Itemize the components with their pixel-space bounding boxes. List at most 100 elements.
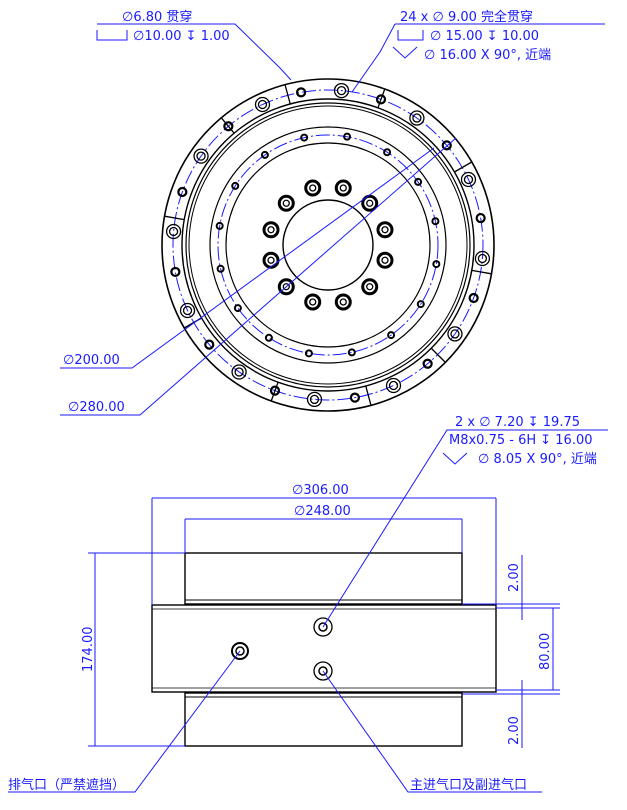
small-hole [269,385,281,396]
flange-segment-line [220,117,235,134]
mounting-bolt-hole [361,278,379,296]
mounting-bolt-hole [376,221,394,239]
counterbore-hole [231,364,247,380]
small-hole [204,339,215,350]
hub-pin-hole [215,221,224,230]
hub-pin-hole [231,181,240,190]
counterbore-symbol [96,30,128,41]
counterbore-hole [409,110,425,126]
callout-left-line1: ∅6.80 贯穿 [122,9,192,25]
counterbore-symbol [397,30,424,41]
leader-dia-200 [60,147,435,369]
gap-bottom-label: 2.00 [507,716,522,745]
leader-port-callout [322,429,608,628]
through-hole [196,151,206,161]
port-callout-line3: ∅ 8.05 X 90°, 近端 [478,452,597,467]
hub-pin-hole [431,217,440,226]
small-hole [422,358,433,369]
counterbore-hole [306,391,323,408]
countersink-symbol [442,452,468,465]
mounting-bolt-core [282,283,290,291]
exhaust-port-label: 排气口（严禁遮挡） [8,777,125,793]
small-hole [295,87,307,98]
hub-pin-hole [387,331,396,340]
height-174-label: 174.00 [81,627,96,673]
through-hole [309,394,320,405]
hub-pin-hole [304,349,313,358]
callout-right-line1: 24 x ∅ 9.00 完全贯穿 [400,9,533,25]
mounting-bolt-core [381,256,389,264]
leader-exhaust [8,650,241,793]
mounting-bolt-core [309,298,317,306]
small-hole [349,392,361,403]
hub-pin-hole [300,133,309,142]
seal-ring [185,102,471,388]
callout-right-line2: ∅ 15.00 ↧ 10.00 [430,29,539,44]
mounting-bolt-hole [277,194,295,212]
leader-inlet [322,670,542,793]
small-hole [441,140,452,151]
mounting-bolt-hole [277,278,295,296]
hub-pin-hole [233,304,242,313]
hub-pin-hole [416,300,425,309]
center-bore [282,199,374,291]
mounting-bolt-core [366,199,374,207]
seal-ring-inner [188,105,468,385]
mounting-bolt-core [267,256,275,264]
through-hole [412,113,422,123]
flange-segment-line [164,215,185,221]
through-hole [477,253,488,264]
mounting-bolt-hole [361,194,379,212]
small-hole [177,186,188,198]
flange-segment-line [365,385,372,406]
mounting-bolt-hole [262,251,280,269]
hub-pin-hole [343,132,352,141]
leader-left-callout [97,23,292,81]
hub-inner-edge [225,142,431,348]
through-hole [257,99,268,110]
inlet-port-aux [313,661,333,681]
counterbore-hole [333,82,350,99]
hub-pin-hole [264,333,273,342]
small-hole [170,266,181,278]
hub-pin-hole [260,150,269,159]
mounting-bolt-core [339,184,347,192]
counterbore-hole [179,302,196,319]
flange-segment-line [471,269,492,275]
counterbore-hole [193,148,209,164]
callout-right-line3: ∅ 16.00 X 90°, 近端 [424,48,551,63]
flange-segment-line [284,84,291,105]
counterbore-hole [385,377,402,394]
leader-right-callout [351,23,396,93]
mounting-bolt-core [339,298,347,306]
main-body [151,604,497,693]
through-hole [388,380,399,391]
small-hole [375,94,387,105]
callout-left-line2: ∅10.00 ↧ 1.00 [133,29,230,44]
flange-segment-line [270,381,279,402]
top-view: ∅6.80 贯穿 ∅10.00 ↧ 1.00 24 x ∅ 9.00 完全贯穿 … [60,9,605,416]
flange-segment-line [454,161,473,173]
small-hole [475,212,486,224]
bottom-cap [184,692,463,747]
outer-flange-edge [161,78,495,412]
counterbore-hole [474,250,491,267]
dia-200-label: ∅200.00 [63,353,120,368]
inlet-port-main [313,617,333,637]
mounting-bolt-hole [334,179,352,197]
port-callout-line1: 2 x ∅ 7.20 ↧ 19.75 [455,415,580,430]
hub-pin-hole [414,177,423,186]
mounting-bolt-hole [376,251,394,269]
dia-280-label: ∅280.00 [68,400,125,415]
mounting-bolt-hole [304,293,322,311]
flange-segment-line [377,88,386,109]
side-view: ∅306.00 ∅248.00 174.00 2.00 80.00 2.00 2… [8,415,608,793]
counterbore-hole [254,96,271,113]
top-cap [184,552,463,605]
through-hole [168,226,179,237]
gap-top-label: 2.00 [507,563,522,592]
mounting-bolt-core [309,184,317,192]
counterbore-hole [165,223,182,240]
port-callout-line2: M8x0.75 - 6H ↧ 16.00 [449,433,593,448]
